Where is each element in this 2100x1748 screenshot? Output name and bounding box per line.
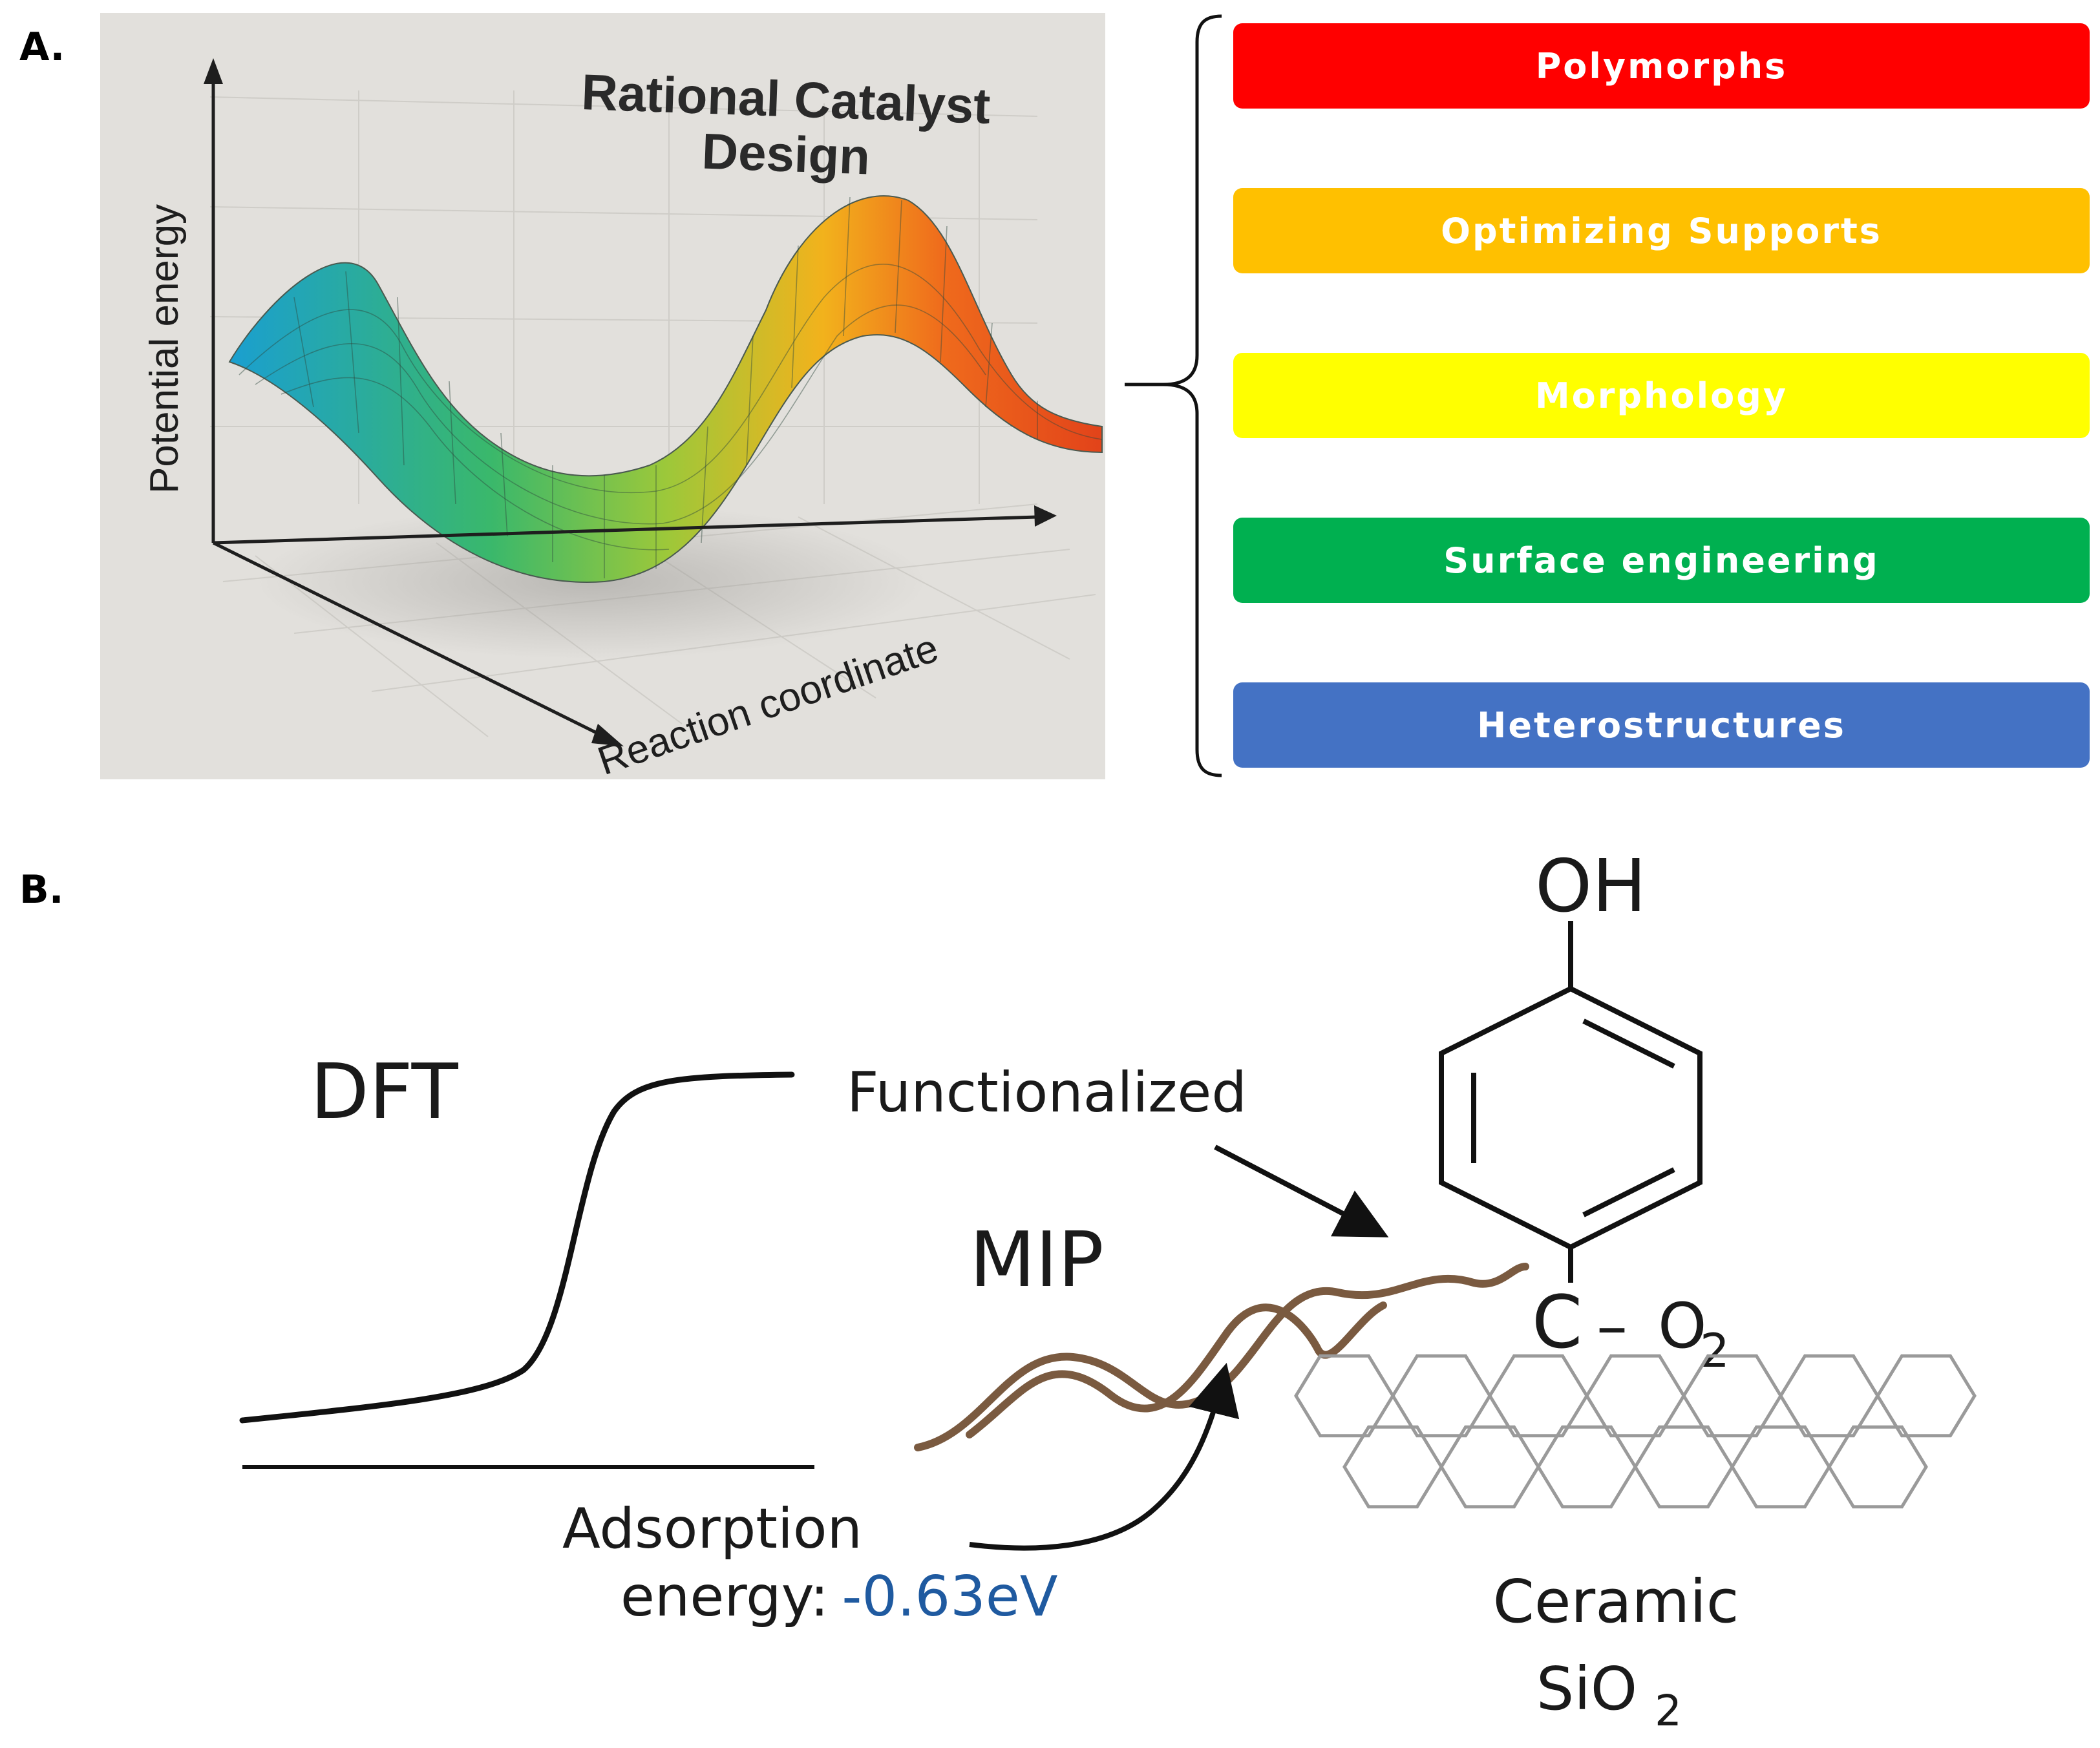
sio2-lattice [1294,1354,1977,1509]
sio2-hexagon [1730,1425,1831,1509]
adsorption-label-line1: Adsorption [562,1497,862,1561]
panel-b: DFT MIP Functionalized Adsorption energy… [0,814,2100,1748]
sio2-hexagon [1682,1354,1783,1438]
sio2-hexagon [1585,1354,1686,1438]
category-heterostructures: Heterostructures [1233,682,2090,768]
panel-b-label: B. [19,867,64,912]
plot-axes [211,71,1038,739]
functionalized-label: Functionalized [847,1060,1247,1125]
sio2-subscript: 2 [1655,1686,1682,1736]
category-optimizing-supports: Optimizing Supports [1233,188,2090,273]
adsorption-label-line2: energy:-0.63eV [620,1564,1058,1629]
bond-dash: – [1596,1290,1628,1362]
sio2-hexagon [1294,1354,1395,1438]
sio2-hexagon [1488,1354,1589,1438]
panel-a-label: A. [19,25,65,70]
dft-label: DFT [310,1047,459,1136]
sio2-hexagon [1391,1354,1492,1438]
oxygen-label: O [1658,1290,1707,1362]
category-surface-engineering-label: Surface engineering [1443,540,1880,581]
sio2-hexagon [1342,1425,1443,1509]
surface-mesh [239,196,1103,578]
sio2-hexagon [1779,1354,1880,1438]
energy-surface [228,195,1103,583]
category-surface-engineering: Surface engineering [1233,518,2090,603]
plot-title-line2: Design [701,123,871,185]
axis-arrowheads [204,58,1057,746]
oxygen-subscript: 2 [1700,1323,1730,1378]
sio2-hexagon [1439,1425,1540,1509]
sio2-hexagon [1633,1425,1734,1509]
category-bracket [1125,14,1222,777]
adsorption-arrow [969,1362,1240,1551]
category-morphology-label: Morphology [1534,375,1788,416]
category-polymorphs-label: Polymorphs [1535,45,1788,87]
adsorption-value: -0.63eV [842,1564,1057,1629]
category-morphology: Morphology [1233,353,2090,438]
functionalized-arrow [1214,1144,1389,1237]
phenol-ring [1439,921,1702,1283]
energy-surface-svg: Rational Catalyst Design Potential energ… [142,58,1103,779]
sio2-hexagon [1876,1354,1977,1438]
sio2-hexagon [1536,1425,1637,1509]
carbon-label: C [1532,1281,1582,1365]
category-heterostructures-label: Heterostructures [1477,704,1846,746]
ceramic-label: Ceramic [1493,1567,1739,1636]
plot-title-line1: Rational Catalyst [580,63,992,134]
energy-surface-plot: Rational Catalyst Design Potential energ… [100,13,1105,779]
dft-curve [239,1071,795,1424]
y-axis-label: Potential energy [142,204,187,494]
oh-label: OH [1535,845,1646,929]
mip-label: MIP [970,1215,1104,1304]
panel-b-svg: DFT MIP Functionalized Adsorption energy… [239,845,1977,1736]
adsorption-prefix: energy: [620,1564,829,1629]
category-polymorphs: Polymorphs [1233,23,2090,109]
sio2-hexagon [1827,1425,1928,1509]
category-optimizing-supports-label: Optimizing Supports [1441,210,1882,251]
sio2-label: SiO [1536,1654,1637,1723]
